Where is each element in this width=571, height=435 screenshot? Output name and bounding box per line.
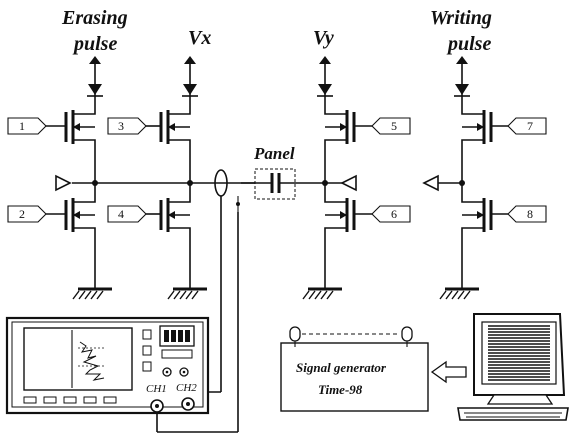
voltage-probe-marker — [236, 196, 240, 212]
svg-text:7: 7 — [527, 119, 533, 133]
x-side-bus — [55, 174, 255, 192]
gate-input-4: 4 — [107, 205, 147, 223]
y-side-bus — [422, 174, 465, 192]
erasing-supply — [87, 56, 103, 110]
svg-text:4: 4 — [118, 207, 124, 221]
generator-label-line2: Time-98 — [318, 382, 363, 397]
ground-icon — [439, 232, 479, 300]
erasing-pulse-label-line1: Erasing — [61, 7, 128, 29]
ground-icon — [72, 232, 112, 300]
gate-input-2: 2 — [7, 205, 47, 223]
panel-capacitor — [241, 168, 328, 200]
svg-text:1: 1 — [19, 119, 25, 133]
gate-input-5: 5 — [371, 117, 411, 135]
svg-text:2: 2 — [19, 207, 25, 221]
vy-label: Vy — [313, 27, 334, 49]
transistor-vx-upper — [146, 110, 191, 183]
transistor-vx-lower — [146, 183, 191, 232]
transistor-vy-lower — [324, 183, 372, 232]
generator-label-line1: Signal generator — [296, 360, 387, 375]
writing-supply — [454, 56, 470, 110]
ground-icon — [167, 232, 207, 300]
svg-text:3: 3 — [118, 119, 124, 133]
signal-generator — [280, 326, 429, 412]
computer-icon — [457, 313, 569, 421]
vx-supply — [182, 56, 198, 110]
panel-label: Panel — [253, 144, 295, 163]
vy-supply — [317, 56, 333, 110]
transistor-erase-upper — [46, 110, 96, 183]
writing-pulse-label-line1: Writing — [430, 7, 492, 29]
ch2-label: CH2 — [176, 382, 197, 394]
svg-text:6: 6 — [391, 207, 397, 221]
gate-input-3: 3 — [107, 117, 147, 135]
erasing-pulse-label-line2: pulse — [72, 33, 117, 55]
left-arrow-icon — [430, 360, 467, 384]
oscilloscope — [5, 316, 210, 415]
transistor-erase-lower — [46, 183, 96, 232]
gate-input-7: 7 — [507, 117, 547, 135]
transistor-vy-upper — [324, 110, 372, 183]
vx-label: Vx — [188, 27, 211, 49]
transistor-write-upper — [461, 110, 508, 183]
gate-input-6: 6 — [371, 205, 411, 223]
ch1-label: CH1 — [146, 383, 167, 395]
gate-input-1: 1 — [7, 117, 47, 135]
scope-trace — [79, 341, 105, 381]
oscilloscope-screen — [23, 327, 133, 391]
transistor-write-lower — [461, 183, 508, 232]
ground-icon — [302, 232, 342, 300]
writing-pulse-label-line2: pulse — [446, 33, 491, 55]
gate-input-8: 8 — [507, 205, 547, 223]
vy-output-triangle — [340, 174, 357, 192]
svg-text:8: 8 — [527, 207, 533, 221]
svg-text:5: 5 — [391, 119, 397, 133]
